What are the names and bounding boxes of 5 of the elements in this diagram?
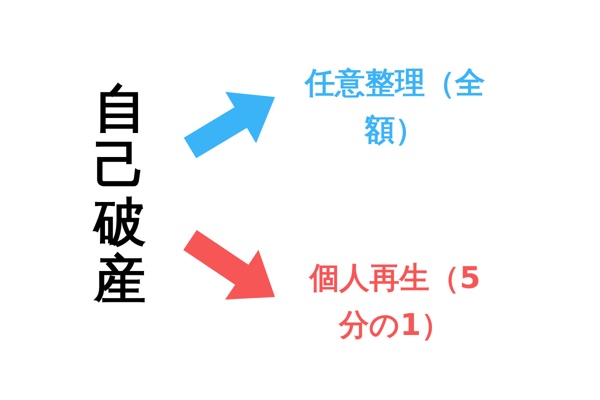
vertical-title: 自己破産 [94, 80, 146, 310]
block-arrow [183, 230, 275, 300]
block-arrow [184, 92, 275, 158]
outcome-label: 任意整理（全額） [303, 65, 486, 150]
outcome-label: 個人再生（5分の1） [308, 260, 482, 344]
